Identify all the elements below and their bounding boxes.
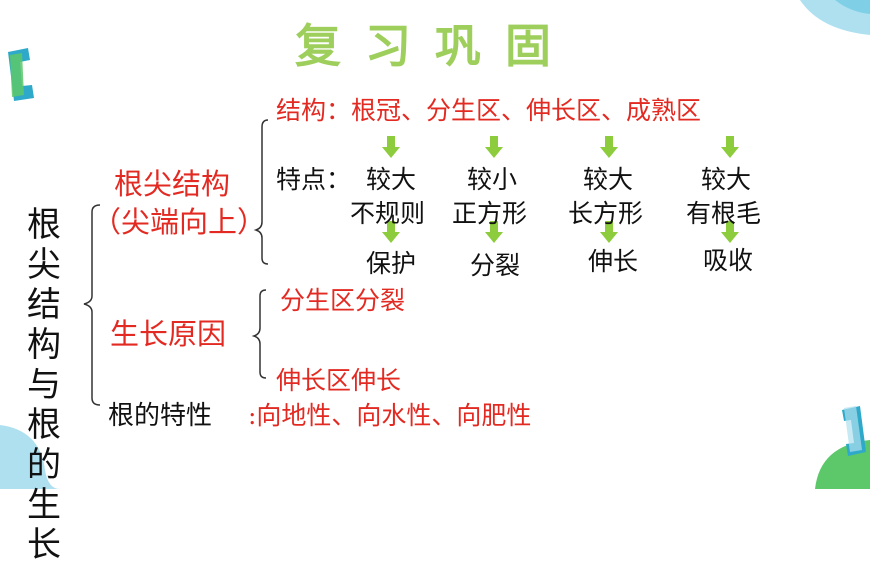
zone2-feature1: 较小 bbox=[467, 165, 518, 194]
structure-line: 结构：根冠、分生区、伸长区、成熟区 bbox=[276, 96, 702, 125]
zone4-feature2: 有根毛 bbox=[686, 199, 762, 228]
feature-label: 特点： bbox=[276, 165, 352, 194]
root-label-line5: 长 bbox=[27, 525, 63, 565]
corner-blob-bottom-left bbox=[0, 425, 60, 489]
decorations bbox=[0, 0, 870, 489]
root-label-line3: 与根 bbox=[27, 365, 63, 445]
branch1-brace bbox=[253, 119, 269, 265]
root-label-line4: 的生 bbox=[27, 445, 63, 525]
bracket-shape-left-green bbox=[10, 53, 24, 97]
branch2-label: 生长原因 bbox=[110, 317, 227, 351]
zone4-feature1: 较大 bbox=[701, 165, 752, 194]
zone1-feature2: 不规则 bbox=[350, 199, 426, 228]
branch3-label: 根的特性 bbox=[108, 401, 213, 431]
arrow-zone4-top bbox=[721, 136, 739, 158]
branch1-sublabel: （尖端向上） bbox=[92, 205, 267, 239]
arrow-zone3-top bbox=[600, 136, 618, 158]
zone2-feature2: 正方形 bbox=[452, 199, 528, 228]
zone3-feature1: 较大 bbox=[583, 165, 634, 194]
zone1-function: 保护 bbox=[366, 249, 417, 278]
branch2-item1: 分生区分裂 bbox=[280, 286, 406, 315]
root-label-line1: 根尖 bbox=[27, 205, 63, 285]
root-label-line2: 结构 bbox=[27, 285, 63, 365]
branch3-value: :向地性、向水性、向肥性 bbox=[248, 401, 532, 430]
root-brace bbox=[83, 204, 101, 406]
zone4-function: 吸收 bbox=[703, 246, 754, 275]
zone3-feature2: 长方形 bbox=[568, 199, 644, 228]
root-label: 根尖 结构 与根 的生 长 bbox=[10, 205, 80, 565]
zone3-function: 伸长 bbox=[588, 247, 639, 276]
branch2-brace bbox=[251, 289, 267, 379]
bracket-shape-right-light bbox=[844, 406, 862, 452]
branch2-item2: 伸长区伸长 bbox=[276, 366, 402, 395]
zone2-function: 分裂 bbox=[470, 251, 521, 280]
page-title: 复习巩固 bbox=[295, 19, 575, 73]
arrow-zone2-top bbox=[485, 136, 503, 158]
branch1-label: 根尖结构 bbox=[114, 167, 231, 201]
arrow-zone1-top bbox=[382, 136, 400, 158]
corner-blob-top-right-inner bbox=[835, 0, 870, 14]
zone1-feature1: 较大 bbox=[366, 165, 417, 194]
